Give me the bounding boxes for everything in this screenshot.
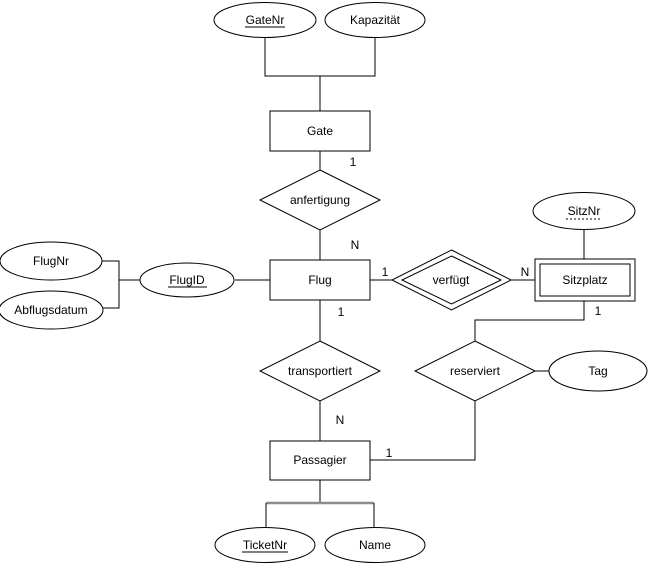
tag-label: Tag <box>588 364 607 378</box>
name-ellipse[interactable] <box>324 527 426 563</box>
gate-label: Gate <box>307 124 333 138</box>
sitzplatz-rect-inner <box>539 263 631 297</box>
cardinality-transportiert-passagier: N <box>336 413 345 427</box>
passagier-label: Passagier <box>293 453 346 467</box>
entity-passagier[interactable]: Passagier <box>269 440 371 481</box>
cardinality-flug-transportiert: 1 <box>338 305 345 319</box>
abflugsdatum-label: Abflugsdatum <box>14 303 87 317</box>
anfertigung-diamond[interactable] <box>258 169 382 231</box>
cardinality-gate-anfertigung: 1 <box>350 155 357 169</box>
relationship-verfuegt[interactable]: verfügt <box>390 249 513 311</box>
sitznr-ellipse[interactable] <box>532 192 636 230</box>
attribute-sitznr[interactable]: SitzNr <box>532 192 636 230</box>
attribute-gatenr[interactable]: GateNr <box>213 2 317 38</box>
entity-flug[interactable]: Flug <box>269 259 371 301</box>
flug-rect[interactable] <box>269 259 371 301</box>
flug-label: Flug <box>308 273 331 287</box>
attribute-flugnr[interactable]: FlugNr <box>0 241 103 281</box>
sitzplatz-label: Sitzplatz <box>562 273 607 287</box>
cardinality-flug-verfuegt: 1 <box>382 265 389 279</box>
gate-rect[interactable] <box>269 110 371 152</box>
transportiert-diamond[interactable] <box>258 340 382 402</box>
sitznr-label: SitzNr <box>568 204 601 218</box>
cardinality-labels: 1 N 1 N 1 N 1 1 <box>336 155 602 460</box>
gatenr-label: GateNr <box>246 13 285 27</box>
abflugsdatum-ellipse[interactable] <box>0 290 104 330</box>
entity-sitzplatz[interactable]: Sitzplatz <box>534 258 636 302</box>
relationship-anfertigung[interactable]: anfertigung <box>258 169 382 231</box>
gatenr-ellipse[interactable] <box>213 2 317 38</box>
edge-gatenr-gate <box>264 38 376 77</box>
cardinality-reserviert-passagier: 1 <box>386 446 393 460</box>
verfuegt-diamond-inner <box>400 255 503 305</box>
attribute-ticketnr[interactable]: TicketNr <box>214 527 316 563</box>
ticketnr-label: TicketNr <box>243 538 287 552</box>
attribute-name[interactable]: Name <box>324 527 426 563</box>
ticketnr-ellipse[interactable] <box>214 527 316 563</box>
kapazitaet-label: Kapazität <box>350 13 401 27</box>
flugnr-label: FlugNr <box>33 254 69 268</box>
relationship-reserviert[interactable]: reserviert <box>413 340 537 402</box>
flugid-ellipse[interactable] <box>139 262 235 298</box>
flugid-label: FlugID <box>169 273 205 287</box>
edge-reserviert-passagier <box>370 401 476 461</box>
attribute-flugid[interactable]: FlugID <box>139 262 235 298</box>
kapazitaet-ellipse[interactable] <box>324 2 426 38</box>
attribute-tag[interactable]: Tag <box>548 350 648 392</box>
flugnr-ellipse[interactable] <box>0 241 103 281</box>
name-label: Name <box>359 538 391 552</box>
reserviert-diamond[interactable] <box>413 340 537 402</box>
cardinality-sitzplatz-reserviert: 1 <box>595 304 602 318</box>
attribute-kapazitaet[interactable]: Kapazität <box>324 2 426 38</box>
cardinality-verfuegt-sitzplatz: N <box>521 265 530 279</box>
attribute-abflugsdatum[interactable]: Abflugsdatum <box>0 290 104 330</box>
connector-edges <box>102 38 585 528</box>
cardinality-anfertigung-flug: N <box>351 238 360 252</box>
transportiert-label: transportiert <box>288 364 353 378</box>
anfertigung-label: anfertigung <box>290 193 350 207</box>
edge-flugnr-bracket <box>102 260 120 309</box>
relationship-transportiert[interactable]: transportiert <box>258 340 382 402</box>
reserviert-label: reserviert <box>450 364 501 378</box>
tag-ellipse[interactable] <box>548 350 648 392</box>
entity-gate[interactable]: Gate <box>269 110 371 152</box>
passagier-rect[interactable] <box>269 440 371 481</box>
edge-sitzplatz-reserviert <box>474 301 585 341</box>
verfuegt-label: verfügt <box>433 273 470 287</box>
